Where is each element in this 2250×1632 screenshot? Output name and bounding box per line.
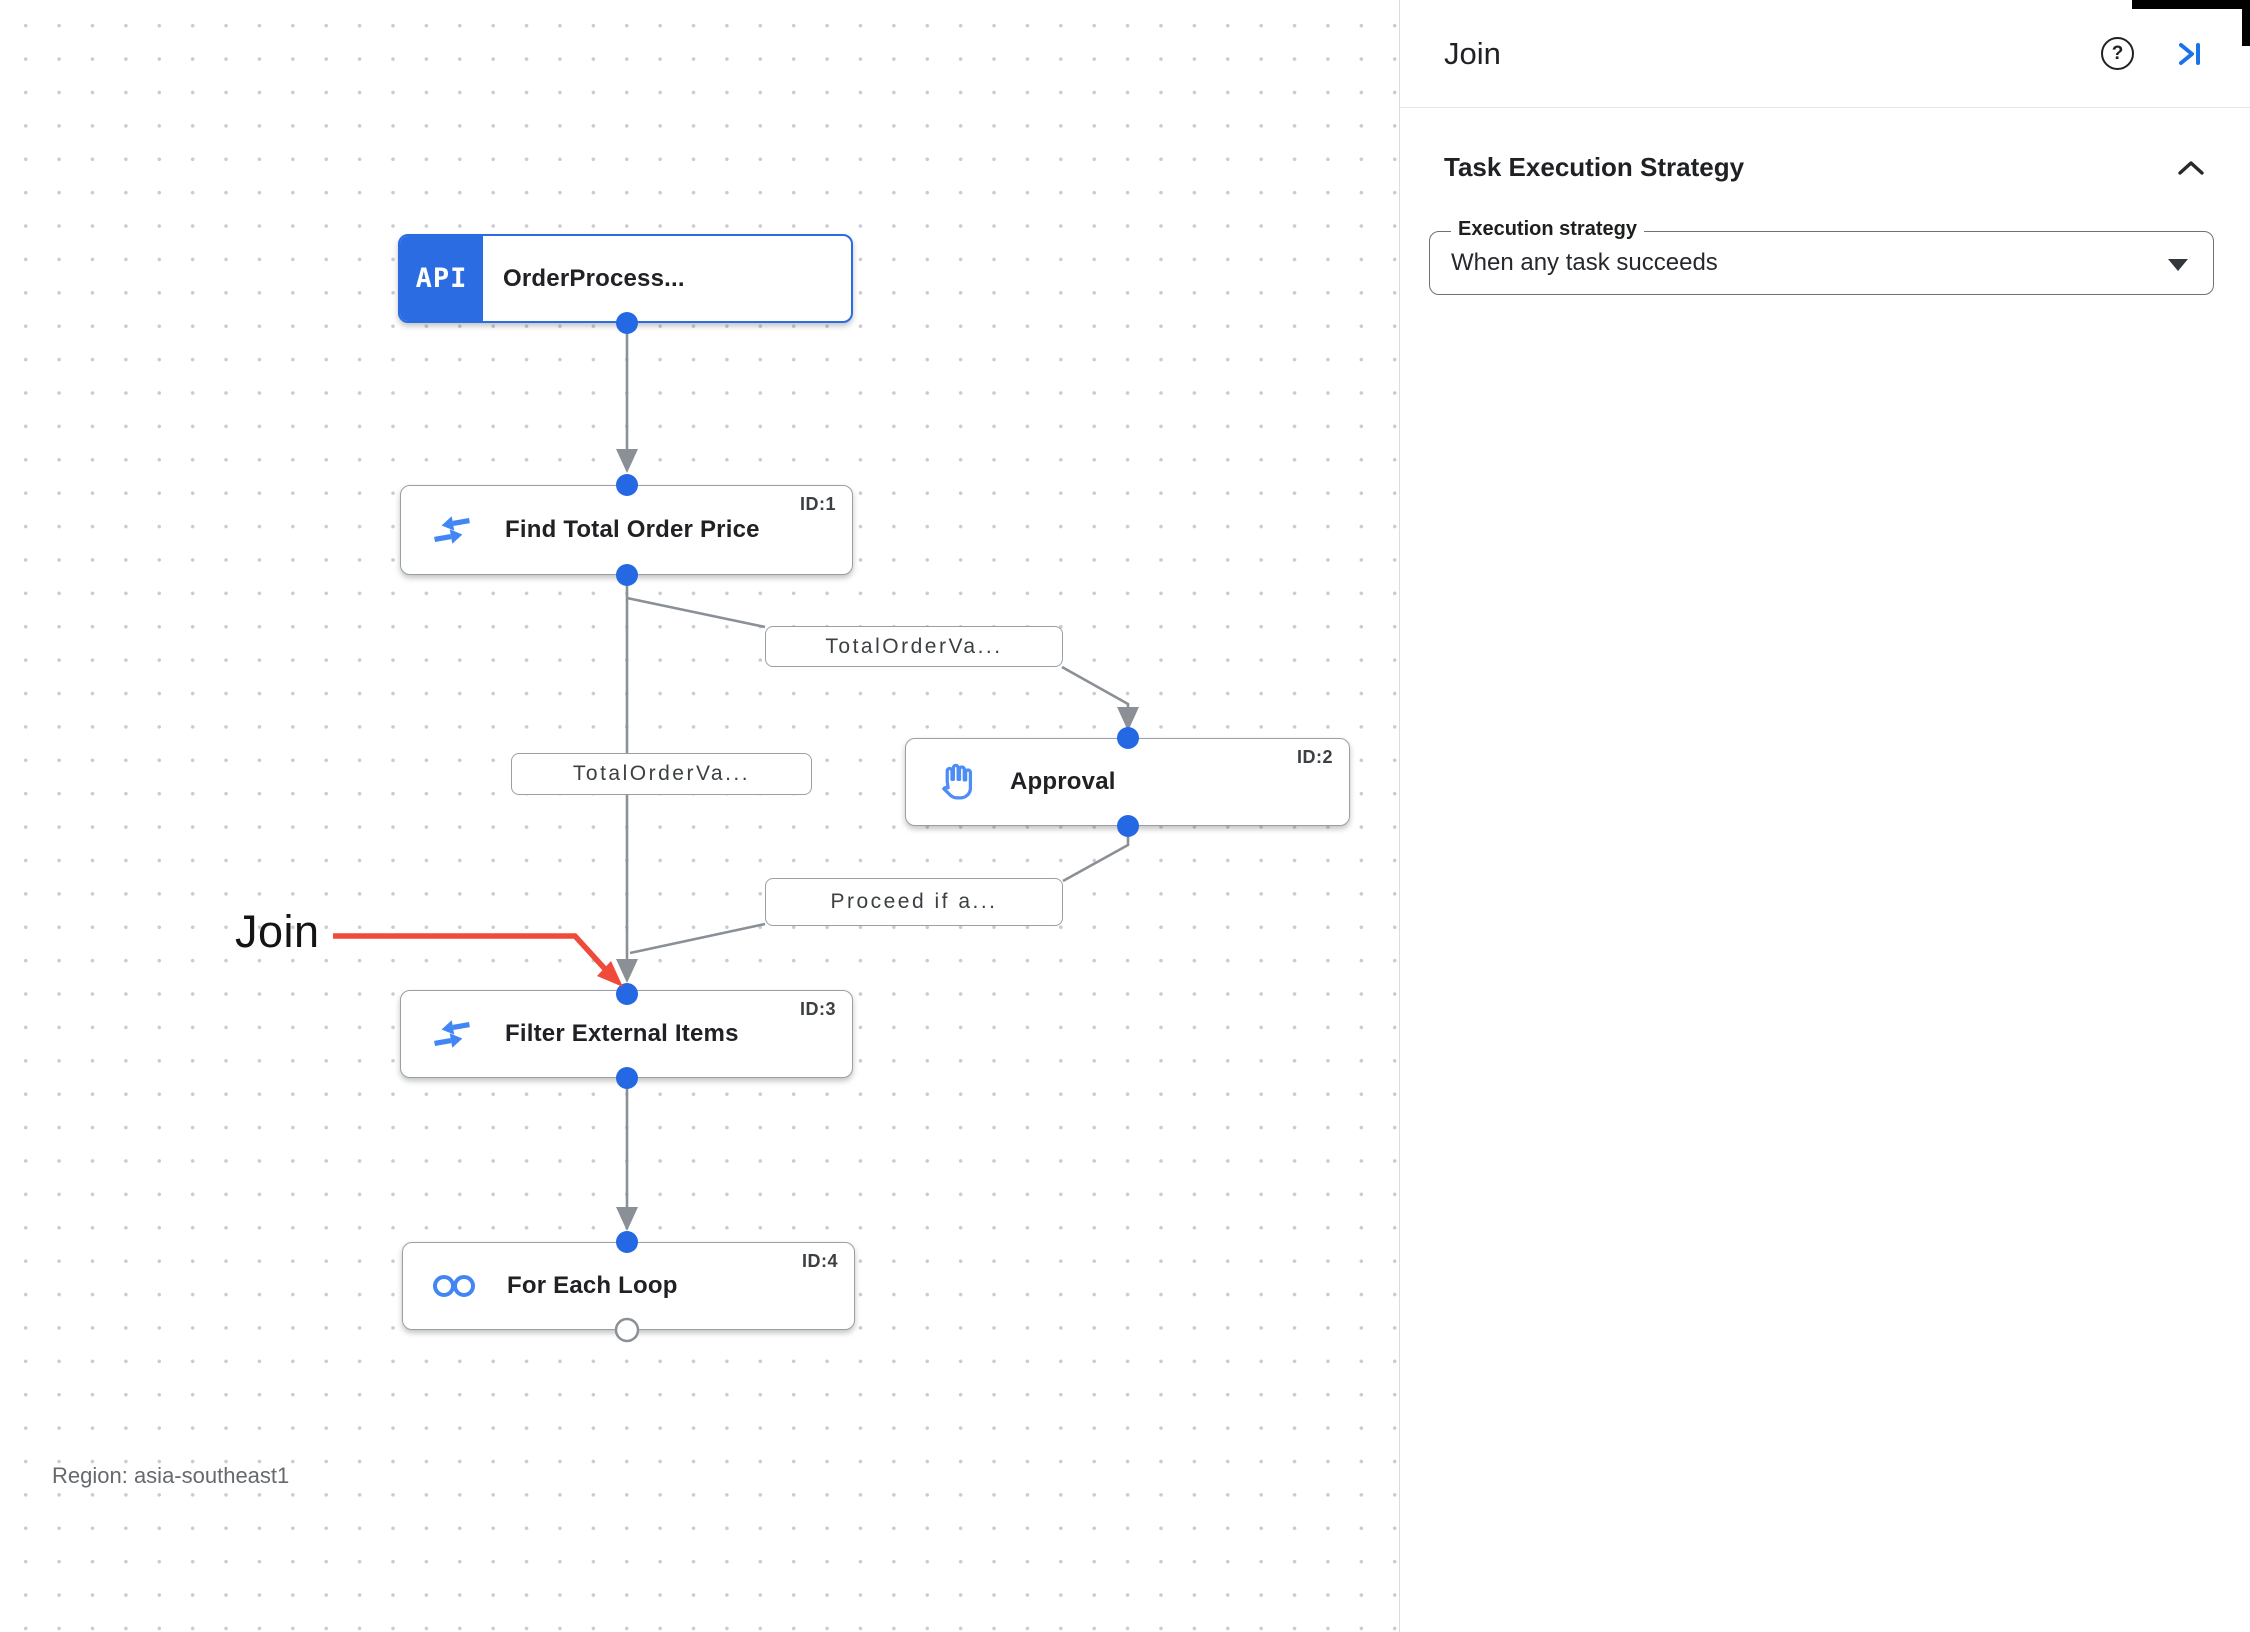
node-approval[interactable]: ID:2 Approval [905, 738, 1350, 826]
node-filter-external-items[interactable]: ID:3 Filter External Items [400, 990, 853, 1078]
node-for-each-loop[interactable]: ID:4 For Each Loop [402, 1242, 855, 1330]
dropdown-caret-icon [2168, 259, 2188, 271]
hand-icon [933, 759, 981, 805]
loop-icon [430, 1273, 478, 1299]
collapse-panel-icon[interactable] [2172, 37, 2206, 71]
chevron-up-icon[interactable] [2176, 159, 2206, 177]
node-title: Filter External Items [505, 1020, 739, 1047]
workflow-canvas[interactable]: TotalOrderVa... TotalOrderVa... Proceed … [0, 0, 1399, 1632]
data-mapping-icon [428, 507, 476, 553]
node-api-trigger[interactable]: API OrderProcess... [398, 234, 853, 323]
node-id-badge: ID:3 [799, 999, 836, 1019]
panel-header: Join ? [1400, 0, 2250, 108]
node-id-badge: ID:4 [801, 1251, 838, 1271]
node-title: For Each Loop [507, 1272, 678, 1299]
node-title: Find Total Order Price [505, 516, 760, 543]
node-find-total-order-price[interactable]: ID:1 Find Total Order Price [400, 485, 853, 575]
region-label: Region: asia-southeast1 [52, 1463, 290, 1488]
edge-label[interactable]: TotalOrderVa... [765, 626, 1063, 667]
top-right-bar [2132, 0, 2250, 9]
node-title: OrderProcess... [503, 264, 685, 292]
edge-label[interactable]: Proceed if a... [765, 878, 1063, 926]
select-label: Execution strategy [1451, 218, 1644, 241]
config-panel: Join ? Task Execution Strategy Executi [1399, 0, 2250, 1632]
edge-label[interactable]: TotalOrderVa... [511, 753, 812, 795]
data-mapping-icon [428, 1011, 476, 1057]
select-value: When any task succeeds [1451, 249, 1718, 276]
section-title: Task Execution Strategy [1444, 152, 1745, 182]
node-title: Approval [1010, 768, 1116, 795]
top-right-bar-edge [2242, 0, 2250, 46]
join-annotation: Join [235, 906, 320, 957]
annotation-arrow [333, 933, 623, 987]
panel-title: Join [1444, 35, 1501, 71]
node-id-badge: ID:2 [1296, 747, 1333, 767]
api-trigger-badge: API [400, 236, 483, 321]
task-execution-strategy-section: Task Execution Strategy Execution strate… [1400, 108, 2250, 295]
execution-strategy-select[interactable]: Execution strategy When any task succeed… [1429, 218, 2214, 295]
node-id-badge: ID:1 [799, 494, 836, 514]
help-icon[interactable]: ? [2101, 37, 2134, 70]
